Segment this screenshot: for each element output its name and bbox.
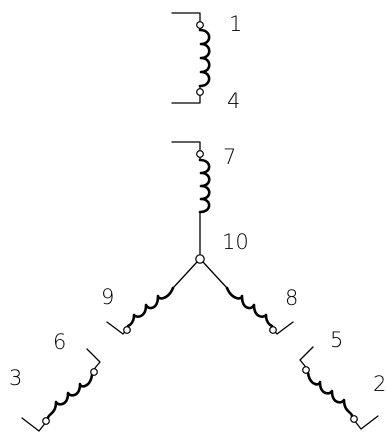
branch-8	[202, 261, 228, 289]
coil-5-2	[306, 371, 354, 418]
label-terminal-7: 7	[223, 145, 236, 169]
label-terminal-8: 8	[285, 286, 298, 310]
terminal-8	[269, 326, 277, 334]
coil-6-3	[46, 373, 94, 420]
winding-1-4	[171, 12, 211, 104]
lead-5	[299, 346, 314, 367]
branch-9	[172, 261, 198, 289]
terminal-10	[195, 254, 205, 264]
lead-3	[21, 417, 47, 432]
coil-1-4	[198, 28, 211, 88]
lead-2	[353, 415, 379, 430]
coil-7-10	[198, 158, 211, 214]
coil-8	[225, 286, 274, 328]
label-terminal-1: 1	[229, 12, 242, 36]
winding-6-3	[21, 348, 101, 432]
label-terminal-2: 2	[373, 372, 386, 396]
terminal-2	[350, 415, 358, 423]
label-terminal-9: 9	[101, 285, 114, 309]
winding-9	[106, 261, 198, 335]
terminal-6	[90, 368, 98, 376]
label-terminal-3: 3	[9, 366, 22, 390]
winding-7	[171, 141, 211, 264]
terminal-5	[302, 366, 310, 374]
winding-8	[202, 261, 294, 335]
label-terminal-10: 10	[222, 230, 249, 254]
terminal-3	[42, 417, 50, 425]
winding-5-2	[299, 346, 379, 430]
terminal-9	[123, 326, 131, 334]
lead-4	[171, 28, 201, 104]
lead-1	[171, 12, 201, 22]
coil-9	[126, 286, 175, 328]
terminal-4	[196, 88, 204, 96]
lead-6	[86, 348, 101, 369]
label-terminal-4: 4	[227, 89, 240, 113]
lead-7	[171, 141, 201, 151]
label-terminal-5: 5	[330, 328, 343, 352]
terminal-1	[196, 21, 204, 29]
label-terminal-6: 6	[53, 330, 66, 354]
terminal-7	[196, 150, 204, 158]
